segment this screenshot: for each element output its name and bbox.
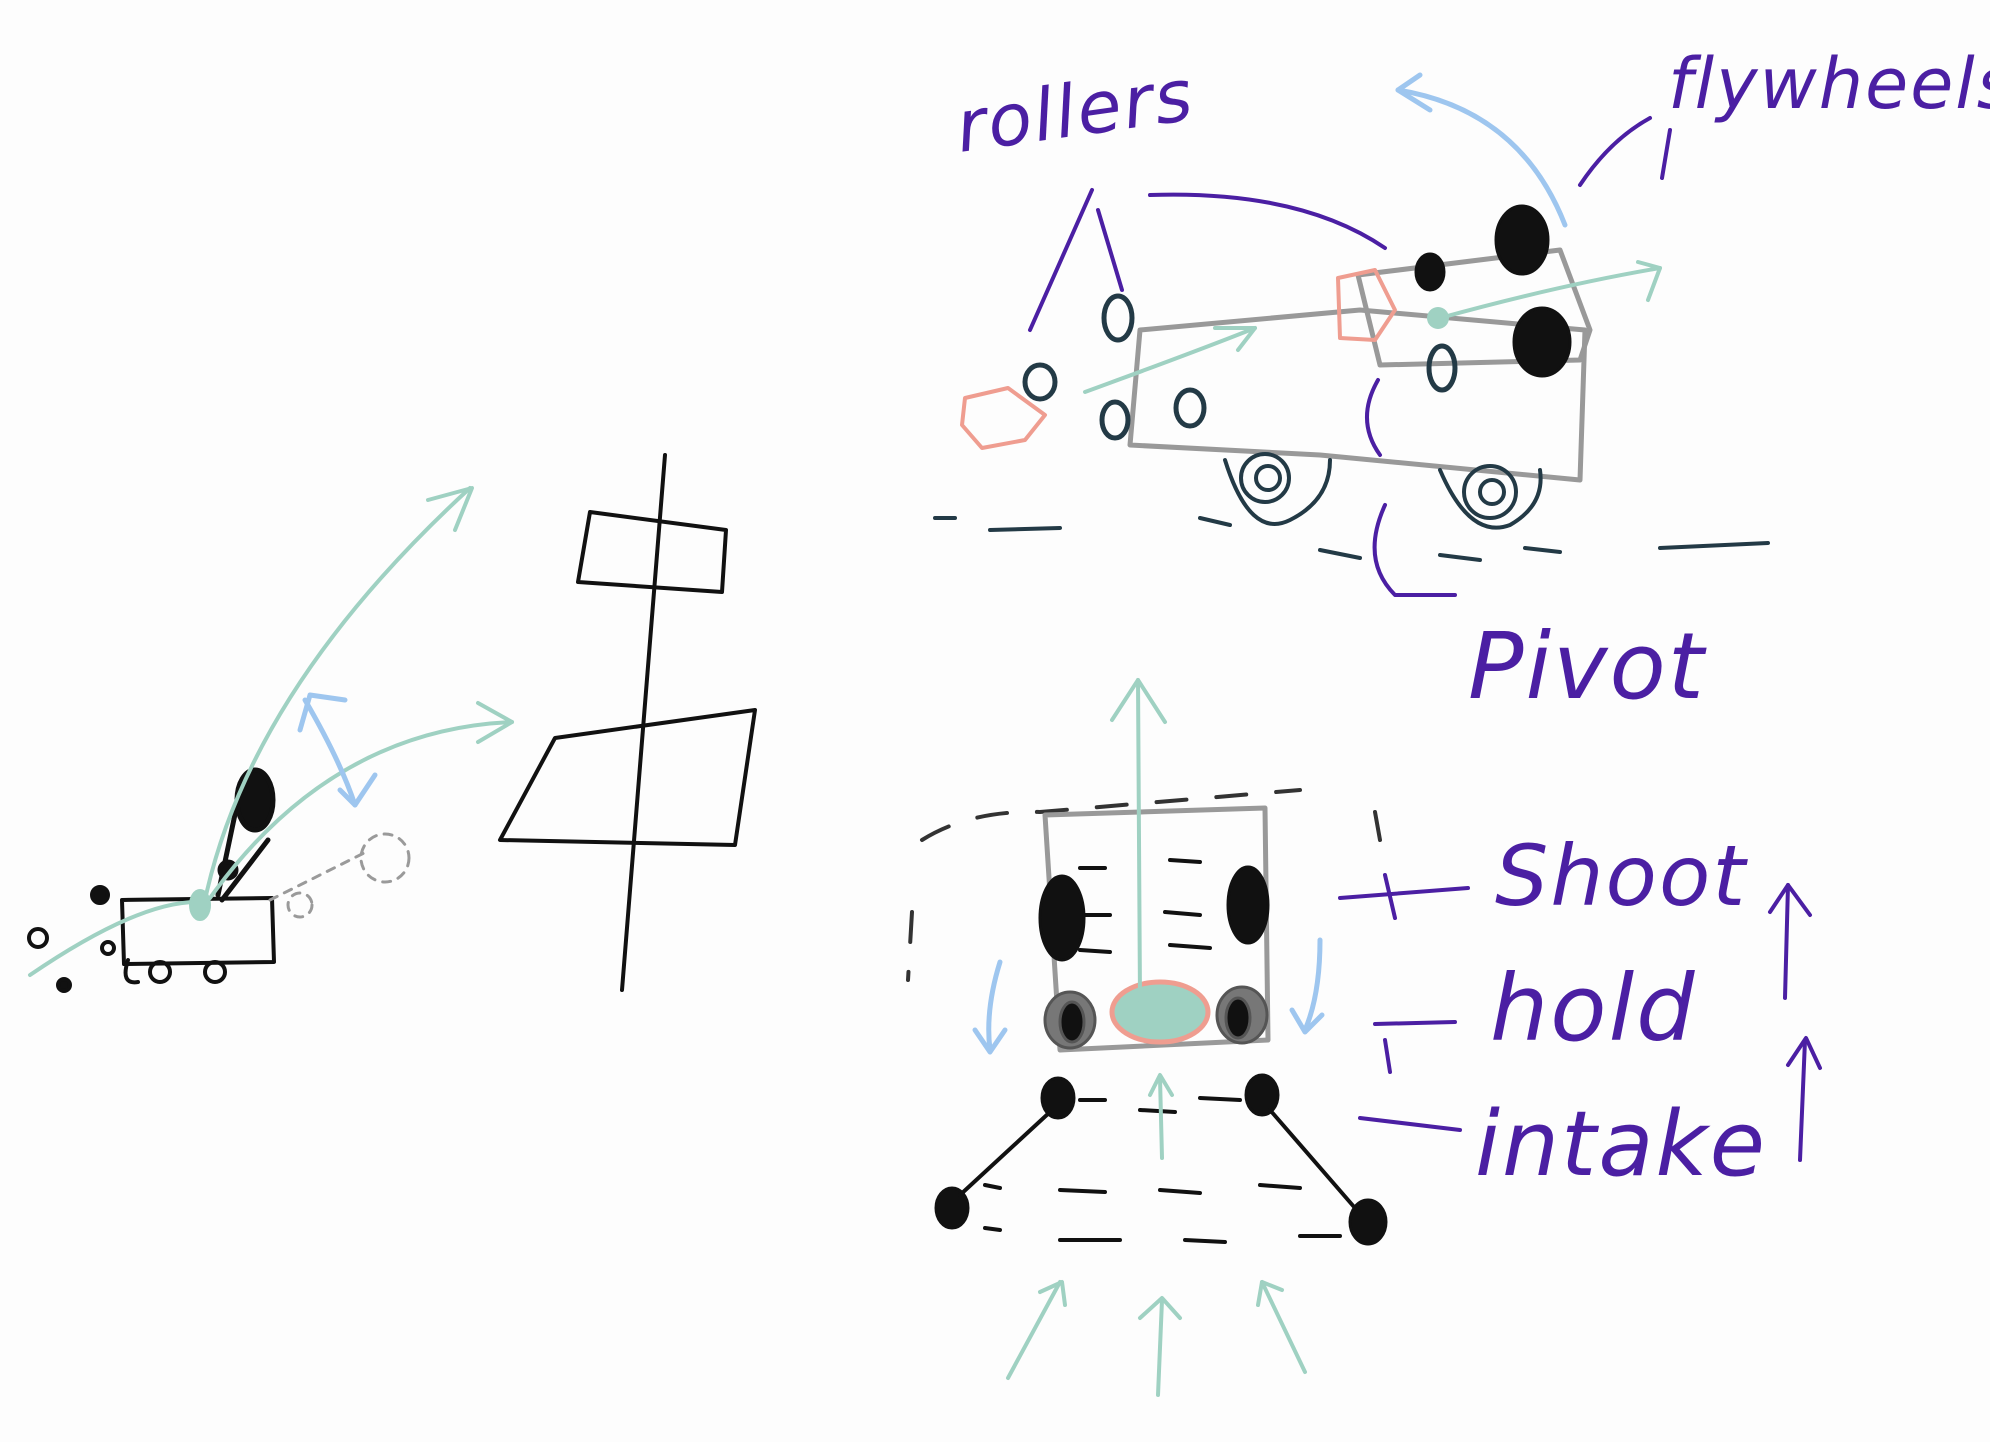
stage-leaders xyxy=(1338,873,1822,1162)
held-ball xyxy=(1109,979,1211,1045)
intake-label: intake xyxy=(1475,1092,1767,1197)
flywheels-group xyxy=(1414,204,1572,378)
internal-rollers xyxy=(983,858,1342,1244)
pivot-label: Pivot xyxy=(1468,613,1707,720)
inner-frame xyxy=(1042,805,1271,1053)
shoot-label: Shoot xyxy=(1495,827,1748,925)
flywheels-label: flywheels xyxy=(1668,43,1990,125)
ground-balls xyxy=(27,885,116,993)
ground-line xyxy=(933,516,1770,562)
top-view-intake-sketch: Shoot hold intake xyxy=(906,678,1822,1397)
arm-alternate-position xyxy=(268,832,411,919)
hold-wheels xyxy=(1043,985,1269,1050)
launch-arrow xyxy=(1395,72,1568,228)
outer-dashed-frame xyxy=(906,788,1382,982)
rollers-label: rollers xyxy=(951,52,1199,168)
intake-arms xyxy=(958,1108,1357,1210)
hold-label: hold xyxy=(1490,955,1697,1062)
annotation-leaders xyxy=(1028,116,1672,597)
flywheel-robot-sketch: rollers flywheels Pivot xyxy=(933,43,1990,720)
pivot-motion-arrow xyxy=(297,692,378,808)
goal-structure xyxy=(498,453,757,992)
drive-wheels xyxy=(1223,452,1543,530)
hold-spin-arrows xyxy=(972,937,1325,1055)
shot-trajectories xyxy=(28,486,514,977)
side-view-shooter-sketch xyxy=(27,453,757,993)
shooter-wheels xyxy=(1038,865,1270,962)
flow-arrows xyxy=(1006,678,1307,1397)
ball-path xyxy=(1083,260,1662,394)
intake-wheels xyxy=(934,1073,1388,1246)
game-pieces xyxy=(960,268,1397,450)
rollers-group xyxy=(1022,293,1458,441)
